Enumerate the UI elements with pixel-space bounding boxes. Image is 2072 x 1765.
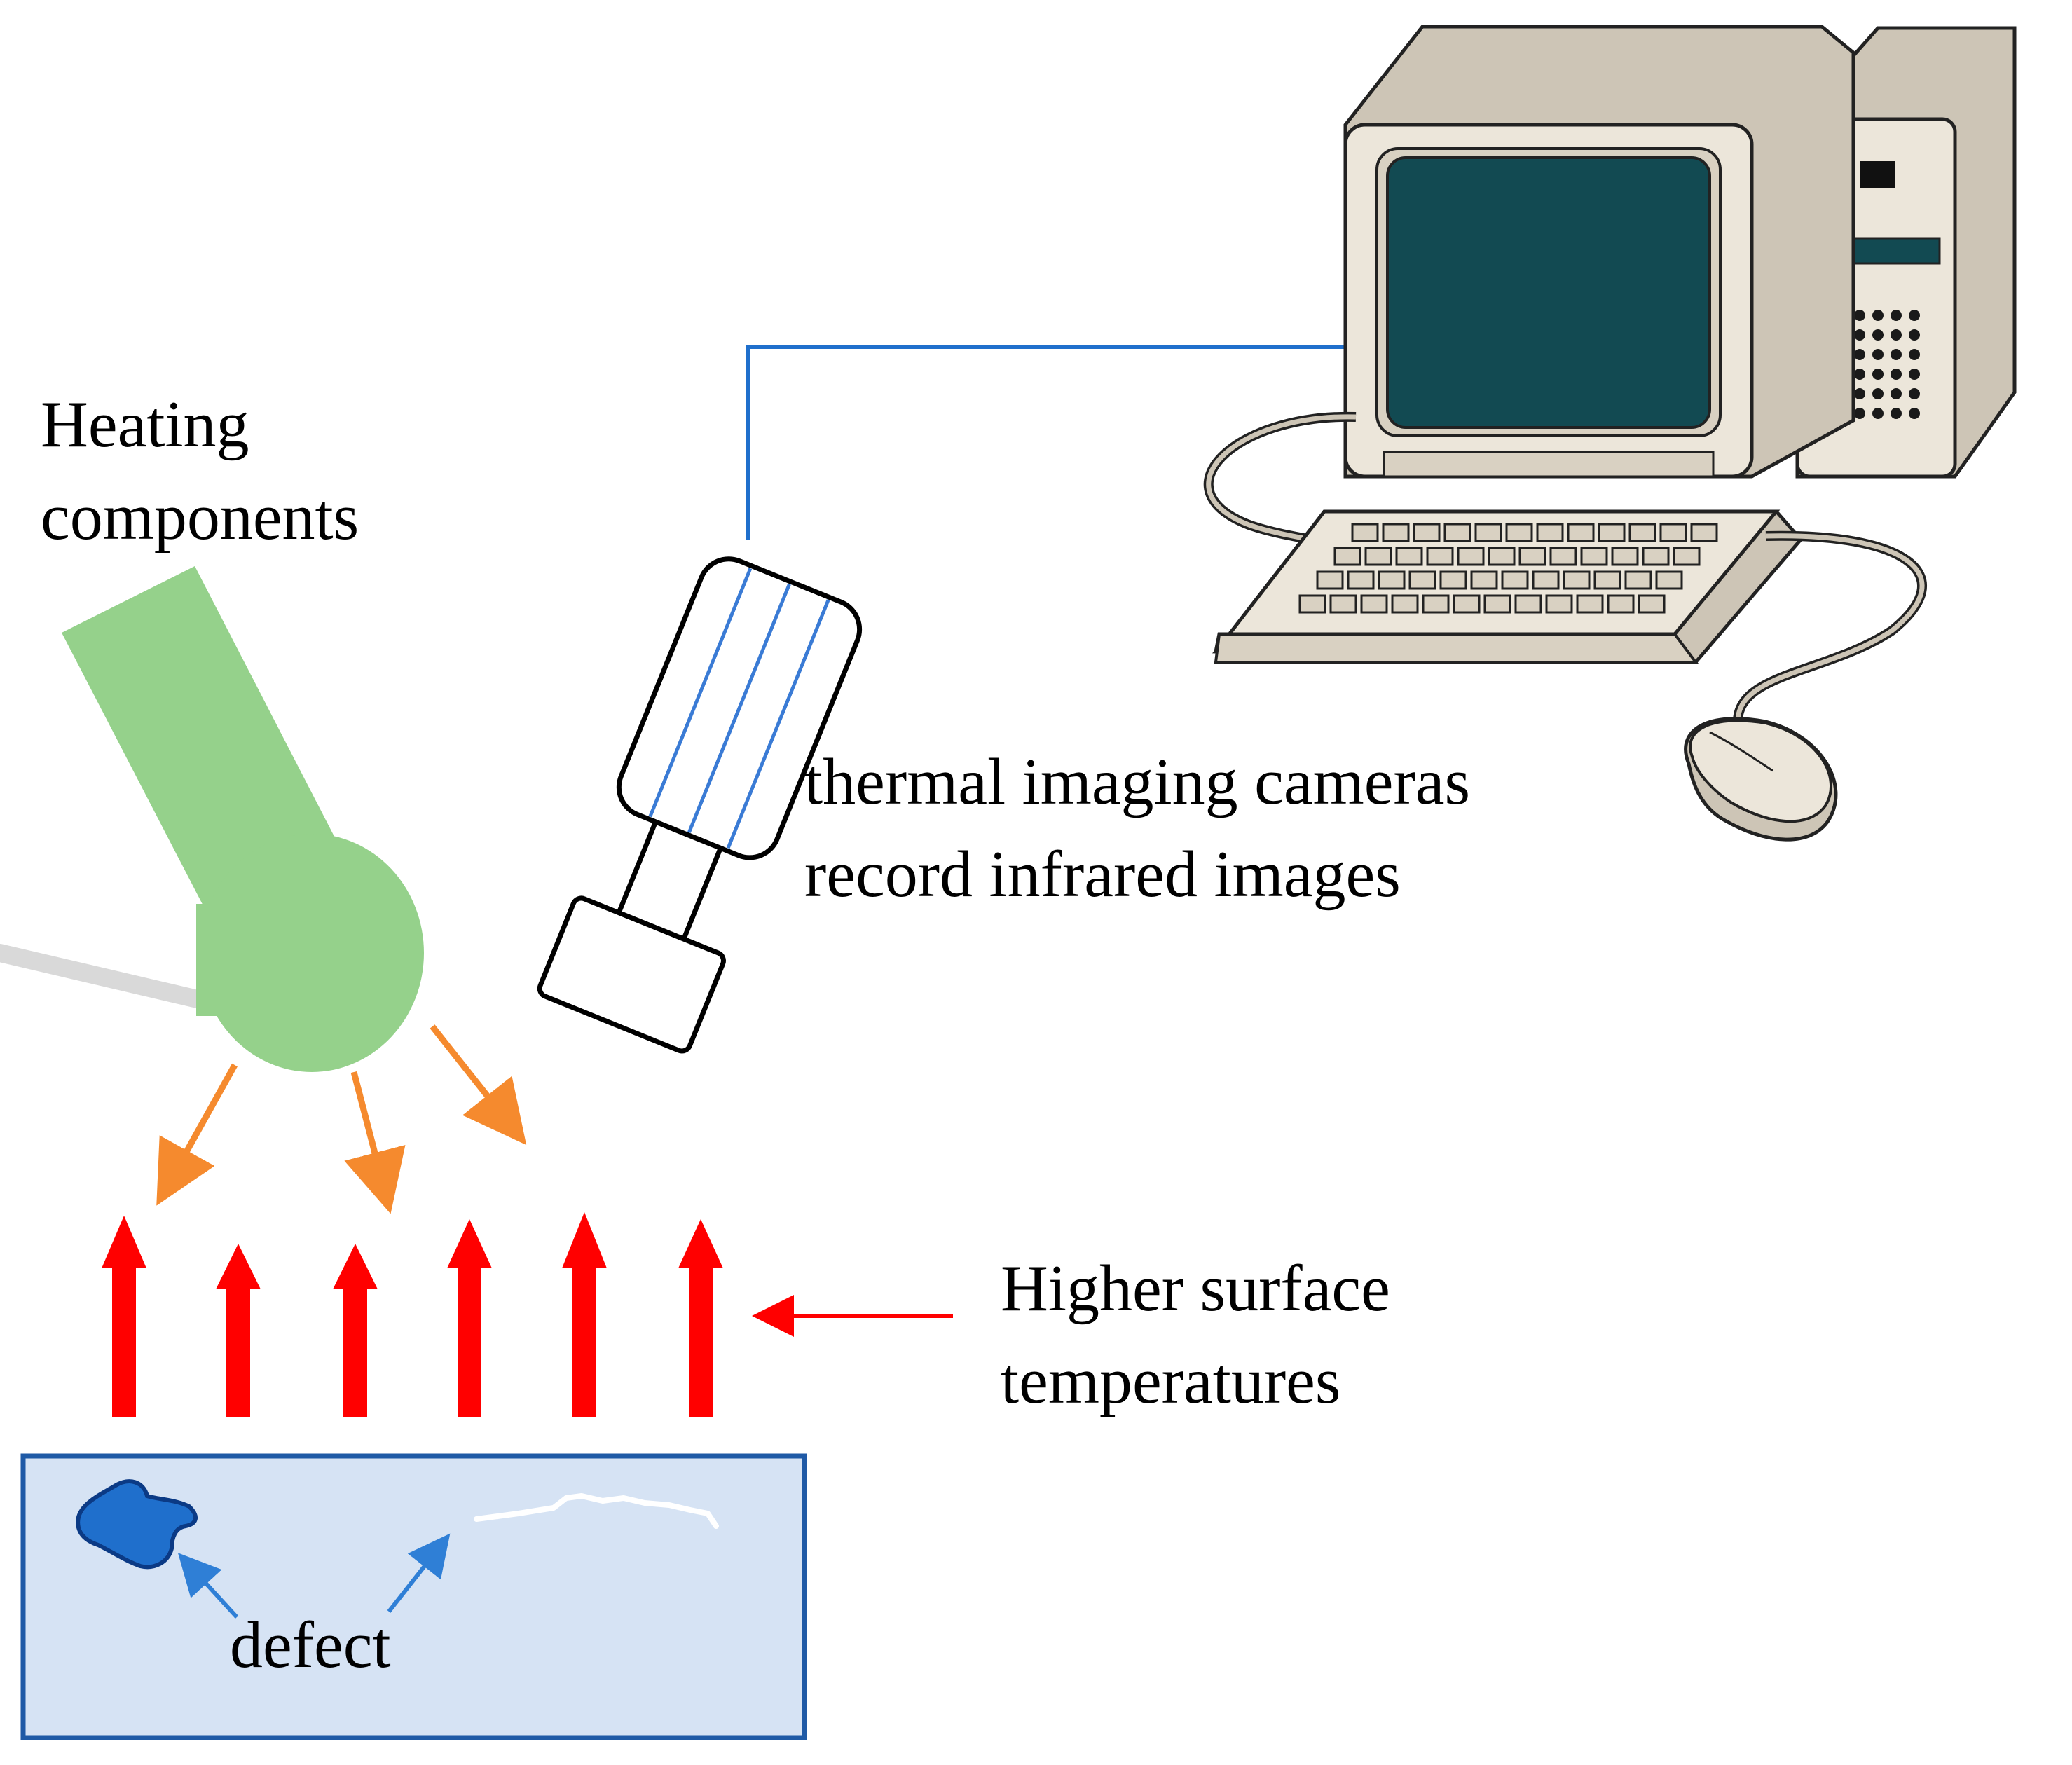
heat-arrow [430,1024,527,1146]
defect-crack [474,1493,719,1529]
defect-void [76,1479,198,1570]
up-arrow [102,1216,146,1417]
defect-pointer [177,1553,239,1619]
computer-monitor-icon [1343,25,1855,479]
heating-label-line1: Heating [41,388,249,461]
heat-arrows [156,1024,527,1214]
mouse-icon [1684,717,1838,842]
heating-components-label: Heating components [41,378,359,563]
defect-pointer [387,1533,451,1613]
lamp-shadow [0,944,233,1015]
surface-temperature-label: Higher surface temperatures [1001,1242,1390,1427]
surface-temperature-arrows [102,1212,723,1417]
up-arrow [216,1244,261,1417]
keyboard-icon [1212,509,1804,664]
up-arrow [333,1244,378,1417]
heating-lamp-icon [62,566,424,1072]
heat-arrow [156,1063,238,1206]
temperature-label-line1: Higher surface [1001,1252,1390,1325]
heat-arrow [344,1071,406,1214]
up-arrow [447,1219,492,1417]
heating-label-line2: components [41,481,359,554]
defect-label-text: defect [230,1609,391,1682]
up-arrow [562,1212,607,1417]
camera-cable [746,345,1356,540]
camera-label-line2: record infrared images [804,838,1401,911]
up-arrow [678,1219,723,1417]
temperature-label-line2: temperatures [1001,1345,1341,1417]
thermal-camera-icon [537,556,863,1054]
defect-label: defect [230,1599,391,1691]
thermal-camera-label: thermal imaging cameras record infrared … [804,736,1470,921]
camera-label-line1: thermal imaging cameras [804,746,1471,818]
